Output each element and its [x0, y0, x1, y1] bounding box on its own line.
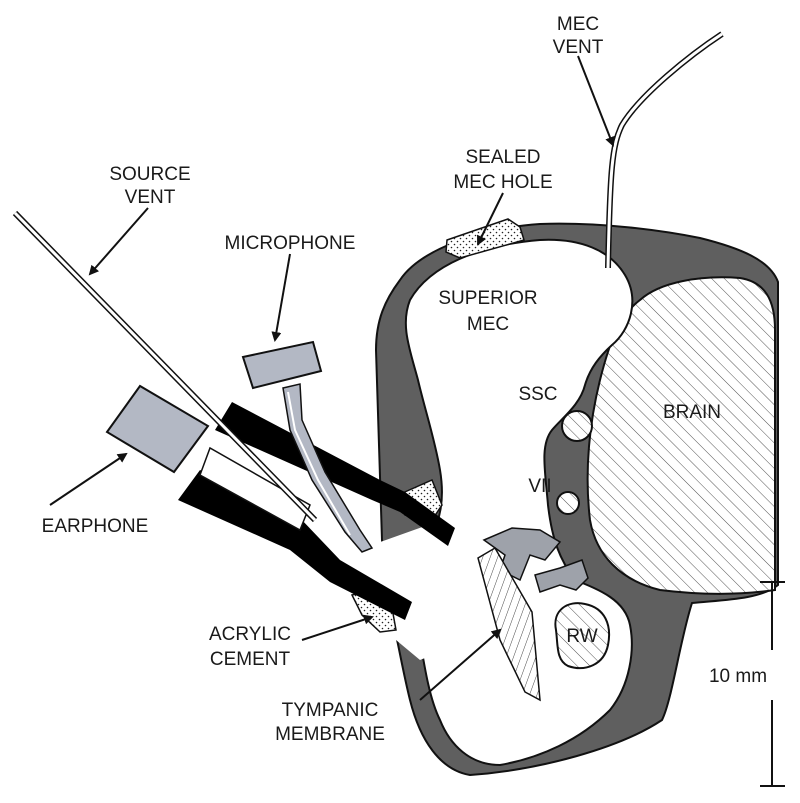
scale-label: 10 mm — [709, 666, 767, 687]
brain-region — [586, 276, 776, 595]
superior-mec-label-line2: MEC — [467, 314, 509, 335]
vii-label: VII — [528, 476, 551, 497]
scale-bar — [760, 581, 785, 787]
brain-label: BRAIN — [663, 402, 721, 423]
acrylic-cement-label-line1: ACRYLIC — [209, 624, 291, 645]
earphone-tube-lower — [178, 470, 412, 620]
ssc-canal — [561, 410, 593, 442]
source-vent-label-line2: VENT — [125, 187, 176, 208]
earphone-tube-upper — [215, 402, 455, 546]
earphone-body — [105, 384, 210, 474]
tympanic-membrane-label-line2: MEMBRANE — [275, 724, 385, 745]
earphone-tube-inner-white — [199, 446, 311, 532]
mec-vent-label-line1: MEC — [557, 14, 599, 35]
acrylic-cement-label-line2: CEMENT — [210, 649, 291, 670]
microphone-tube — [282, 383, 374, 553]
microphone-label: MICROPHONE — [225, 233, 356, 254]
superior-mec-label-line1: SUPERIOR — [438, 288, 537, 309]
microphone-body — [241, 340, 323, 390]
earphone-label: EARPHONE — [42, 516, 149, 537]
mec-vent-label-line2: VENT — [553, 37, 604, 58]
source-vent-label-line1: SOURCE — [109, 164, 190, 185]
vii-nerve — [556, 491, 580, 515]
round-window — [554, 602, 610, 670]
tympanic-membrane-label-line1: TYMPANIC — [282, 700, 379, 721]
tympanic-membrane-shape — [477, 546, 541, 702]
rw-label: RW — [566, 626, 597, 647]
sealed-mec-hole-label-line1: SEALED — [466, 147, 541, 168]
sealed-mec-hole-label-line2: MEC HOLE — [453, 172, 552, 193]
ssc-label: SSC — [518, 384, 557, 405]
